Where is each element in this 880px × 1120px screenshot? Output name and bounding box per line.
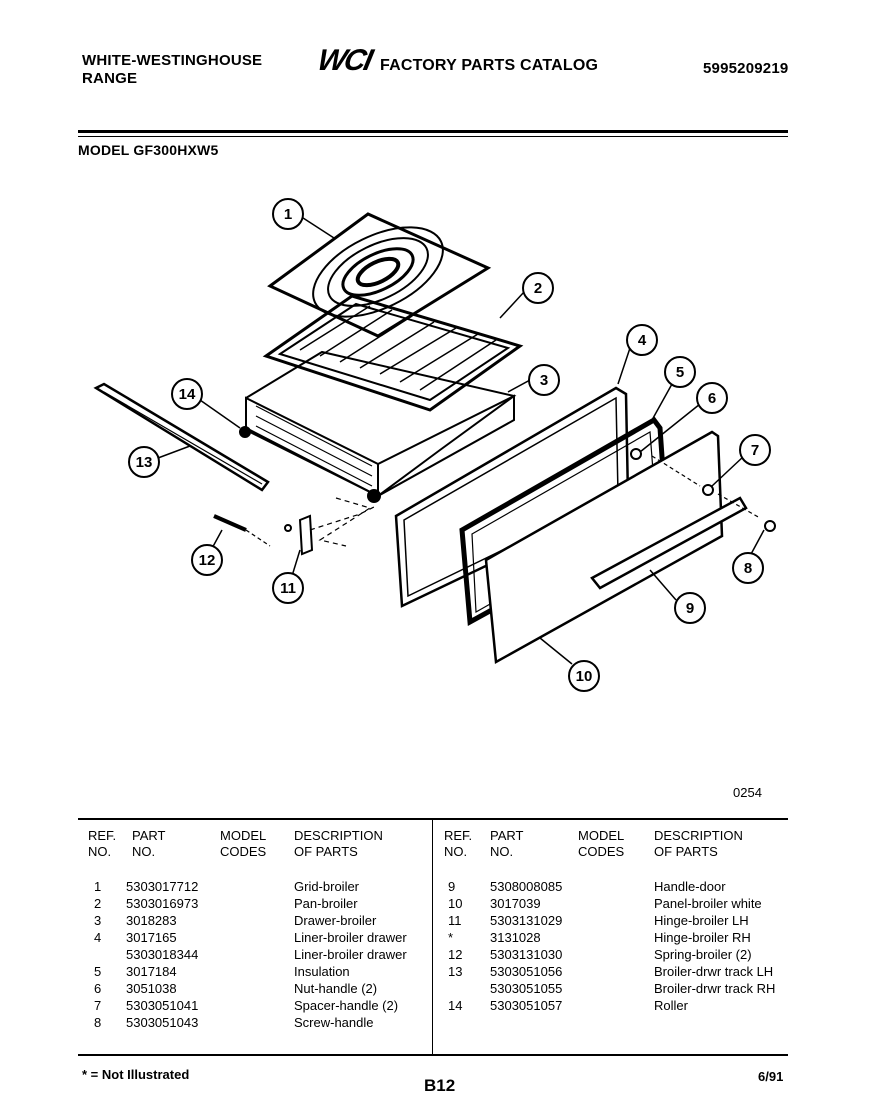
callout-14: 14: [179, 386, 196, 403]
panel-part: [484, 430, 724, 665]
left-row-desc-cell: Pan-broiler: [294, 896, 358, 911]
callout-group: [128, 198, 771, 692]
right-row-ref-cell: *: [448, 930, 454, 945]
callout-10: 10: [576, 668, 593, 685]
left-row-desc-cell: Grid-broiler: [294, 879, 360, 894]
handle-part: [590, 496, 748, 590]
page-number: B12: [424, 1076, 456, 1095]
left-row-desc-cell: Nut-handle (2): [294, 981, 378, 996]
spacer-part: [702, 484, 714, 496]
callout-12: 12: [199, 552, 216, 569]
col-ref: REF.NO.: [88, 828, 117, 859]
right-row-ref-cell: 9: [448, 879, 456, 894]
spring-part: [213, 514, 247, 532]
brand-line-2: RANGE: [82, 70, 138, 87]
left-row-part-cell: 3017184: [126, 964, 177, 979]
right-row-desc-cell: Spring-broiler (2): [654, 947, 752, 962]
right-row-desc-cell: Broiler-drwr track RH: [654, 981, 776, 996]
right-row-desc-cell: Roller: [654, 998, 688, 1013]
right-row-part-cell: 3131028: [490, 930, 541, 945]
left-row-desc-cell: Screw-handle: [294, 1015, 374, 1030]
right-row-part-cell: 5303131030: [490, 947, 563, 962]
right-row-part-cell: 5303051056: [490, 964, 563, 979]
callout-8: 8: [744, 560, 752, 577]
brand-line-1: WHITE-WESTINGHOUSE: [82, 52, 263, 69]
callout-13: 13: [136, 454, 153, 471]
left-row-ref-cell: 1: [94, 879, 102, 894]
nut-part: [630, 448, 642, 460]
screw-part: [764, 520, 776, 532]
right-row-part-cell: 5303051057: [490, 998, 563, 1013]
left-row-part-cell: 5303018344: [126, 947, 199, 962]
left-row-part-cell: 3017165: [126, 930, 177, 945]
left-row-part-cell: 3051038: [126, 981, 177, 996]
grid-broiler-part: [267, 212, 492, 338]
left-row-ref-cell: 5: [94, 964, 102, 979]
catalog-number: 5995209219: [703, 60, 789, 77]
right-row-part-cell: 5303131029: [490, 913, 563, 928]
left-row-ref-cell: 3: [94, 913, 102, 928]
right-row-desc-cell: Broiler-drwr track LH: [654, 964, 774, 979]
right-row-ref-cell: 10: [448, 896, 463, 911]
pan-broiler-part: [262, 294, 524, 412]
catalog-title: FACTORY PARTS CATALOG: [380, 57, 599, 74]
right-row-desc-cell: Panel-broiler white: [654, 896, 762, 911]
right-row-ref-cell: 14: [448, 998, 463, 1013]
right-row-desc-cell: Hinge-broiler LH: [654, 913, 749, 928]
left-row-part-cell: 5303051043: [126, 1015, 199, 1030]
figure-code: 0254: [733, 785, 762, 800]
right-row-part-cell: 3017039: [490, 896, 541, 911]
callout-11: 11: [280, 580, 296, 597]
col-ref-right: REF.NO.: [444, 828, 473, 859]
right-row-desc-cell: Handle-door: [654, 879, 726, 894]
model-label: MODEL GF300HXW5: [78, 142, 219, 158]
drawer-broiler-part: [239, 350, 517, 503]
right-row-ref-cell: 12: [448, 947, 463, 962]
header-rule-thick: [78, 130, 788, 133]
callout-9: 9: [686, 600, 694, 617]
left-row-desc-cell: Liner-broiler drawer: [294, 930, 407, 945]
table-divider: [432, 818, 433, 1056]
left-row-desc-cell: Drawer-broiler: [294, 913, 377, 928]
left-row-ref-cell: 4: [94, 930, 102, 945]
left-row-ref-cell: 8: [94, 1015, 102, 1030]
callout-6: 6: [708, 390, 716, 407]
left-row-desc-cell: Insulation: [294, 964, 350, 979]
left-row-ref-cell: 6: [94, 981, 102, 996]
wci-logo: WCI: [314, 44, 374, 77]
right-row-part-cell: 5308008085: [490, 879, 563, 894]
callout-5: 5: [676, 364, 684, 381]
catalog-date: 6/91: [758, 1069, 784, 1084]
callout-1: 1: [284, 206, 292, 223]
left-row-part-cell: 5303051041: [126, 998, 199, 1013]
left-row-part-cell: 5303017712: [126, 879, 199, 894]
right-row-desc-cell: Hinge-broiler RH: [654, 930, 751, 945]
left-row-part-cell: 3018283: [126, 913, 177, 928]
drawer-track-part: [93, 382, 270, 492]
not-illustrated-note: * = Not Illustrated: [82, 1067, 190, 1082]
left-row-desc-cell: Spacer-handle (2): [294, 998, 399, 1013]
callout-4: 4: [638, 332, 647, 349]
hinge-part: [284, 505, 377, 556]
callout-7: 7: [751, 442, 759, 459]
right-row-ref-cell: 11: [448, 913, 462, 928]
callout-2: 2: [534, 280, 542, 297]
left-row-desc-cell: Liner-broiler drawer: [294, 947, 407, 962]
left-row-part-cell: 5303016973: [126, 896, 199, 911]
left-row-ref-cell: 7: [94, 998, 102, 1013]
left-row-ref-cell: 2: [94, 896, 102, 911]
callout-3: 3: [540, 372, 548, 389]
right-row-ref-cell: 13: [448, 964, 463, 979]
header-rule-thin: [78, 136, 788, 137]
right-row-part-cell: 5303051055: [490, 981, 563, 996]
